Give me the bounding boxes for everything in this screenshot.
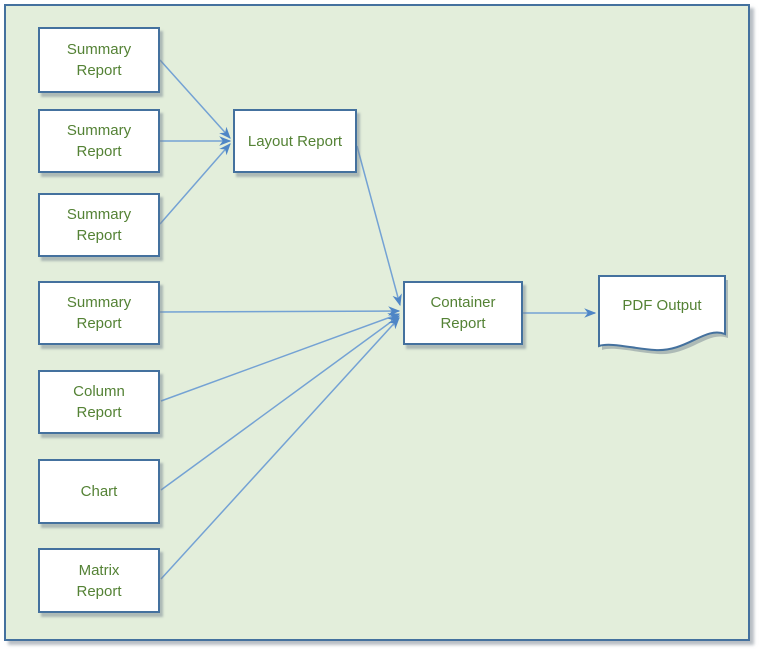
node-summary-report-4[interactable]: Summary Report xyxy=(38,281,160,345)
node-label-summary-report-1: Summary Report xyxy=(66,41,132,79)
node-label-layout-report: Layout Report xyxy=(247,132,343,150)
node-pdf-output[interactable]: PDF Output xyxy=(599,276,725,334)
node-label-column-report: Column Report xyxy=(73,383,125,421)
node-label-summary-report-4: Summary Report xyxy=(66,294,132,332)
node-chart[interactable]: Chart xyxy=(38,459,160,524)
node-column-report[interactable]: Column Report xyxy=(38,370,160,434)
node-label-pdf-output: PDF Output xyxy=(622,296,702,314)
node-matrix-report[interactable]: Matrix Report xyxy=(38,548,160,613)
node-label-summary-report-3: Summary Report xyxy=(66,206,132,244)
node-summary-report-1[interactable]: Summary Report xyxy=(38,27,160,93)
node-label-matrix-report: Matrix Report xyxy=(76,561,122,600)
node-summary-report-3[interactable]: Summary Report xyxy=(38,193,160,257)
node-container-report[interactable]: Container Report xyxy=(403,281,523,345)
node-label-summary-report-2: Summary Report xyxy=(66,122,132,160)
node-summary-report-2[interactable]: Summary Report xyxy=(38,109,160,173)
node-label-container-report: Container Report xyxy=(430,294,496,332)
node-layout-report[interactable]: Layout Report xyxy=(233,109,357,173)
node-label-chart: Chart xyxy=(80,483,118,500)
